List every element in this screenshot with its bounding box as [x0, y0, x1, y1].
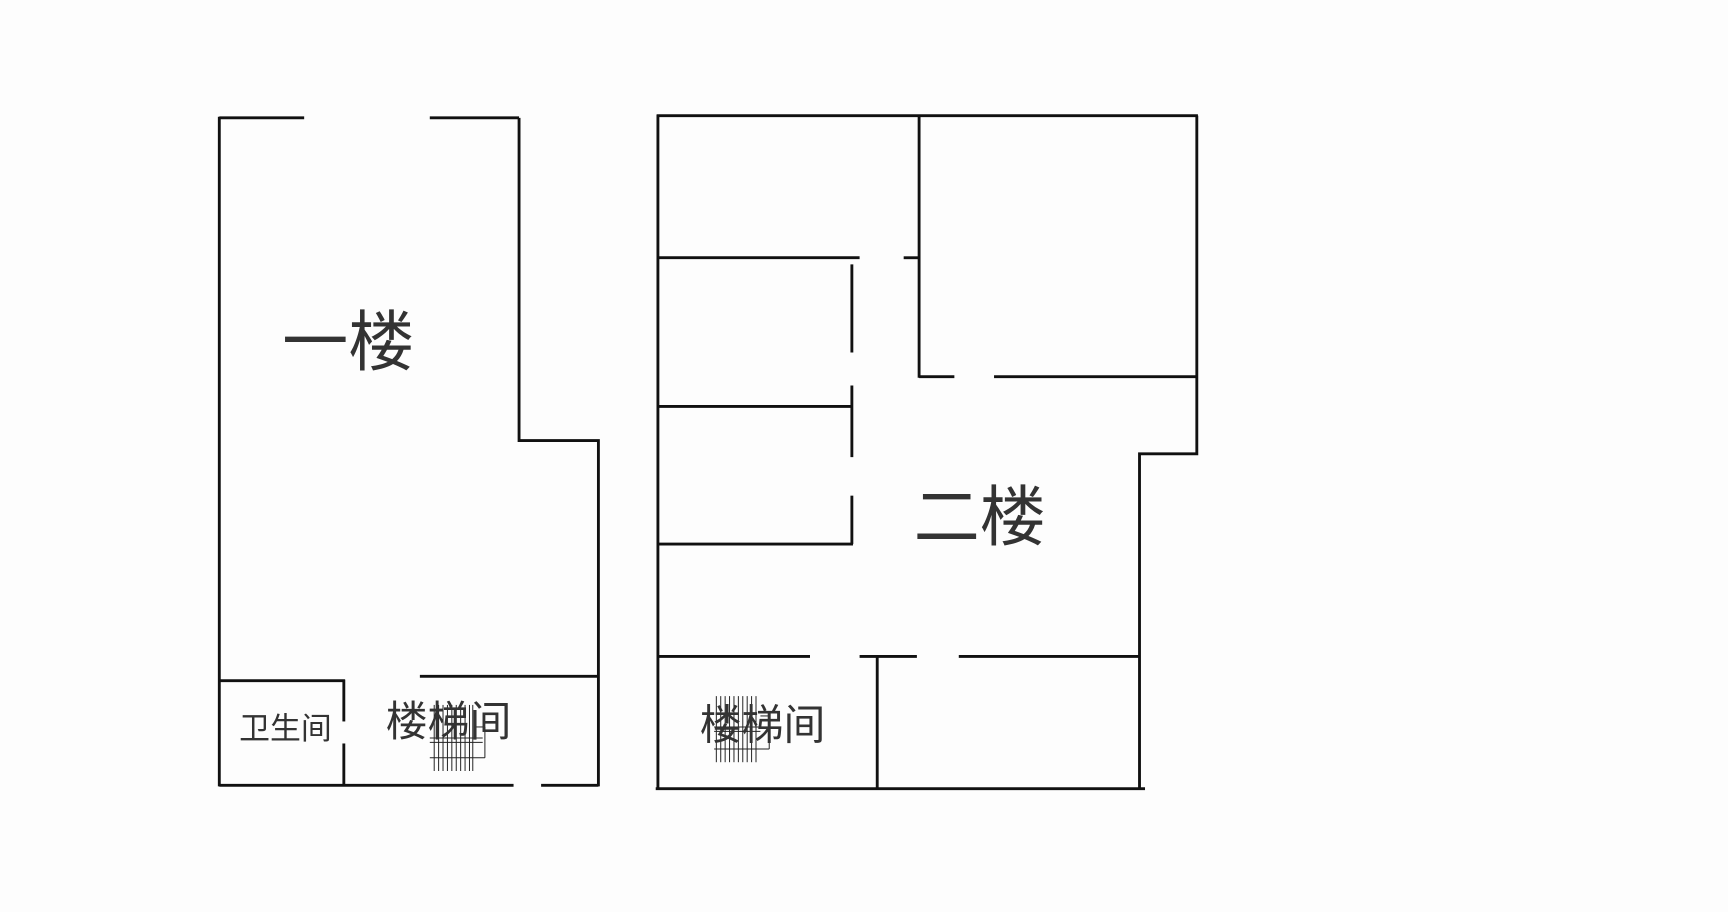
floor2-stairwell-label: 楼梯间	[700, 701, 826, 750]
floor1-plan: 一楼 卫生间 楼梯间	[217, 116, 600, 787]
floor1-title: 一楼	[282, 304, 414, 381]
floor1-walls	[217, 116, 600, 787]
floor2-walls	[655, 114, 1199, 791]
floor1-bathroom-label: 卫生间	[239, 711, 332, 747]
floor2-stair-icon	[714, 696, 770, 763]
floor1-stairwell-label: 楼梯间	[386, 697, 512, 746]
floor2-title: 二楼	[914, 479, 1046, 556]
floor1-stair-icon	[429, 704, 486, 772]
floor2-plan: 二楼 楼梯间	[655, 114, 1199, 791]
